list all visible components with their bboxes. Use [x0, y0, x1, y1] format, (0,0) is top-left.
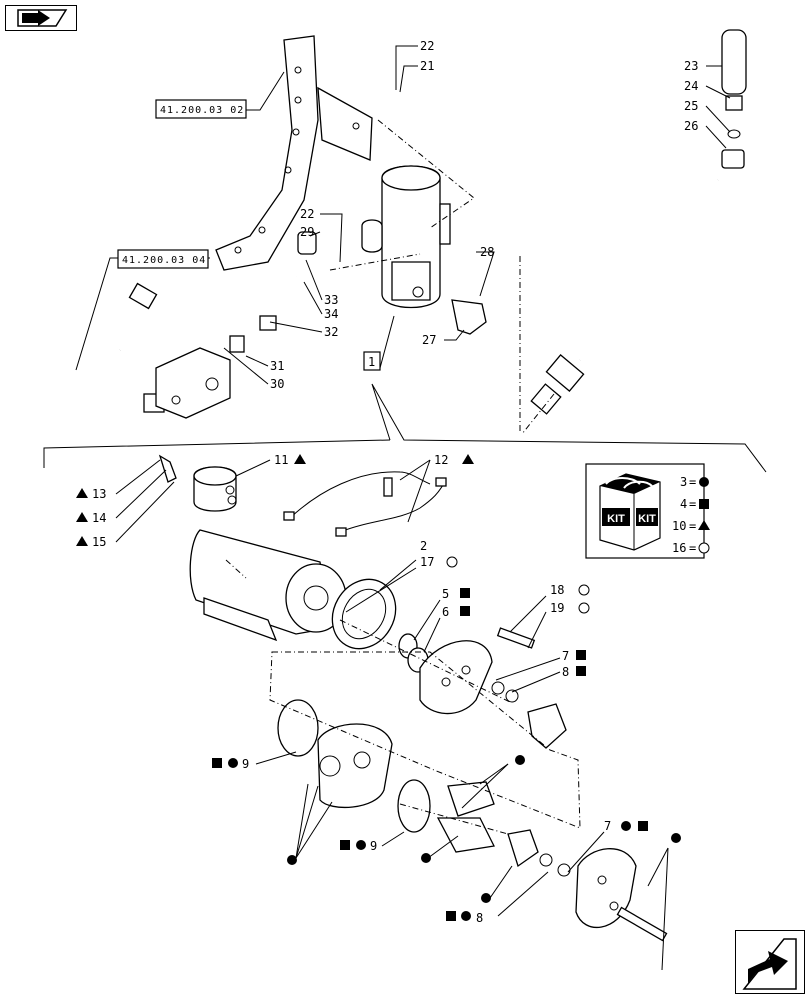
next-page-button[interactable]: [735, 930, 805, 994]
callout-29: 29: [300, 225, 314, 239]
pump-pointers: [115, 459, 669, 971]
square-marker: [460, 606, 470, 616]
open-circle-marker: [578, 602, 590, 614]
callout-23: 23: [684, 59, 698, 73]
kit-row-eq: =: [689, 475, 696, 489]
kit-row-number: 16: [672, 541, 686, 555]
upper-assembly: [54, 29, 747, 435]
pump-end-cover: [419, 640, 493, 715]
square-marker: [638, 821, 648, 831]
middle-elbow-hose: [259, 231, 317, 331]
square-marker: [340, 840, 350, 850]
kit-circle-symbol: [699, 477, 709, 487]
callout-9: 9: [242, 757, 249, 771]
callout-14: 14: [92, 511, 106, 525]
callout-9-lower: 9: [370, 839, 377, 853]
ref-box-1[interactable]: [155, 99, 247, 119]
callout-15: 15: [92, 535, 106, 549]
kit-legend: KIT KIT 3 = 4 = 10 = 16 =: [585, 463, 710, 559]
callout-25: 25: [684, 99, 698, 113]
callout-19: 19: [550, 601, 564, 615]
callout-31: 31: [270, 359, 284, 373]
callout-22-lower: 22: [300, 207, 314, 221]
callout-7: 7: [562, 649, 569, 663]
callout-26: 26: [684, 119, 698, 133]
callout-32: 32: [324, 325, 338, 339]
callout-8: 8: [562, 665, 569, 679]
kit-text-left: KIT: [607, 513, 625, 525]
square-marker: [576, 666, 586, 676]
circle-marker: [515, 755, 525, 765]
forward-arrow-icon: [742, 938, 797, 990]
kit-row-eq: =: [689, 497, 696, 511]
kit-open-circle-symbol: [698, 542, 710, 554]
kit-row-number: 10: [672, 519, 686, 533]
callout-17: 17: [420, 555, 434, 569]
square-marker: [212, 758, 222, 768]
circle-marker: [356, 840, 366, 850]
callout-27: 27: [422, 333, 436, 347]
callout-5: 5: [442, 587, 449, 601]
ref-label-2[interactable]: 41.200.03 04: [122, 255, 206, 266]
circle-marker: [481, 893, 491, 903]
kit-text-right: KIT: [638, 513, 656, 525]
kit-row-number: 4: [680, 497, 687, 511]
right-hose-assembly: [530, 29, 747, 415]
circle-marker: [287, 855, 297, 865]
callout-8-lower: 8: [476, 911, 483, 925]
callout-18: 18: [550, 583, 564, 597]
triangle-marker: [76, 536, 88, 546]
open-circle-marker: [578, 584, 590, 596]
bracket-plate: [317, 86, 373, 161]
square-marker: [576, 650, 586, 660]
circle-marker: [421, 853, 431, 863]
square-marker: [446, 911, 456, 921]
callout-21: 21: [420, 59, 434, 73]
callout-24: 24: [684, 79, 698, 93]
callout-12: 12: [434, 453, 448, 467]
triangle-marker: [76, 488, 88, 498]
triangle-marker: [76, 512, 88, 522]
callout-28: 28: [480, 245, 494, 259]
circle-marker: [671, 833, 681, 843]
circle-marker: [228, 758, 238, 768]
assembly-box: [363, 351, 381, 371]
callout-22: 22: [420, 39, 434, 53]
open-circle-marker: [446, 556, 458, 568]
callout-6: 6: [442, 605, 449, 619]
callout-34: 34: [324, 307, 338, 321]
kit-row-eq: =: [689, 541, 696, 555]
assembly-box-label: 1: [368, 355, 375, 369]
callout-30: 30: [270, 377, 284, 391]
accumulator-cylinder: [361, 165, 451, 309]
triangle-marker: [294, 454, 306, 464]
triangle-marker: [462, 454, 474, 464]
callout-11: 11: [274, 453, 288, 467]
circle-marker: [461, 911, 471, 921]
kit-row-number: 3: [680, 475, 687, 489]
callout-13: 13: [92, 487, 106, 501]
driven-gear: [436, 817, 495, 853]
circle-marker: [621, 821, 631, 831]
callout-7-lower: 7: [604, 819, 611, 833]
elbow-fitting-27: [451, 299, 487, 335]
callout-33: 33: [324, 293, 338, 307]
square-marker: [460, 588, 470, 598]
prev-page-button[interactable]: [5, 5, 77, 31]
pump-housing: [317, 723, 393, 809]
pump-assembly: [158, 454, 668, 942]
left-hose-assembly: [54, 282, 245, 419]
kit-row-eq: =: [689, 519, 696, 533]
back-arrow-icon: [17, 9, 68, 27]
kit-box-icon: KIT KIT: [599, 473, 661, 551]
callout-2: 2: [420, 539, 427, 553]
valve-block: [155, 347, 231, 419]
ref-box-2[interactable]: [117, 249, 209, 269]
ref-label-1[interactable]: 41.200.03 02: [160, 105, 244, 116]
kit-triangle-symbol: [698, 520, 710, 530]
kit-square-symbol: [699, 499, 709, 509]
